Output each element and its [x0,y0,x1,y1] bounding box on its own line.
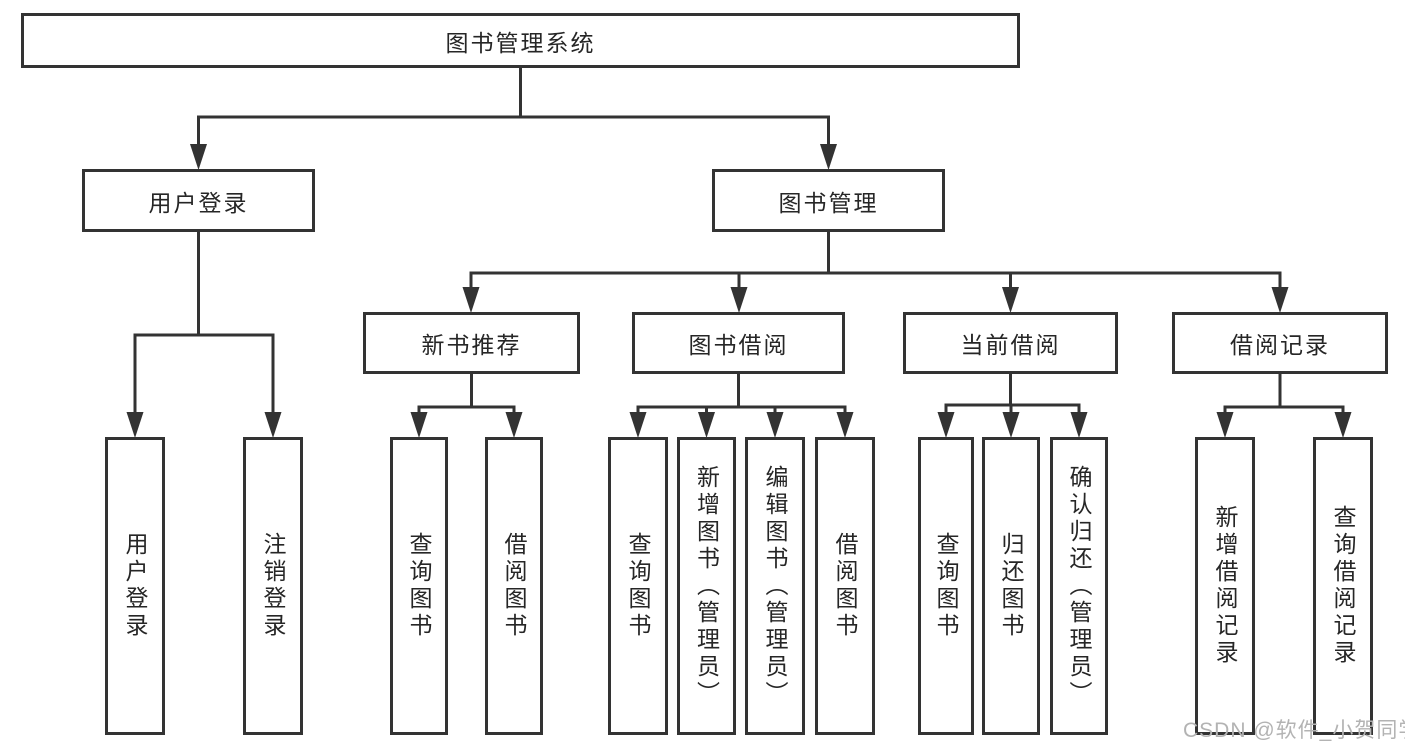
node-library-system-label: 图书管理系统 [445,29,596,56]
connector-user-login-children [126,232,282,438]
leaf-query-books-newb: 查询图书 [390,437,448,735]
leaf-query-borrow-record: 查询借阅记录 [1313,437,1373,735]
leaf-logout-label: 注销登录 [260,532,286,640]
leaf-add-borrow-record-label: 新增借阅记录 [1212,505,1238,667]
node-book-borrowing: 图书借阅 [632,312,845,374]
connector-new-books-children [410,374,523,438]
node-current-borrowing: 当前借阅 [903,312,1118,374]
leaf-query-borrow-record-label: 查询借阅记录 [1330,505,1356,667]
connector-book-mgmt-children [462,232,1289,313]
leaf-query-books-newb-label: 查询图书 [406,532,432,640]
leaf-confirm-return-admin: 确认归还（管理员） [1050,437,1108,735]
leaf-user-login-label: 用户登录 [122,532,148,640]
node-borrowing-records: 借阅记录 [1172,312,1388,374]
leaf-query-books-current-label: 查询图书 [933,532,959,640]
leaf-borrow-books-newb: 借阅图书 [485,437,543,735]
leaf-query-books-borrow-label: 查询图书 [625,532,651,640]
connector-book-borrow-children [629,374,854,438]
leaf-add-borrow-record: 新增借阅记录 [1195,437,1255,735]
node-new-book-recommend: 新书推荐 [363,312,580,374]
node-library-system: 图书管理系统 [21,13,1020,68]
leaf-confirm-return-admin-label: 确认归还（管理员） [1066,464,1092,708]
connector-current-borrow-children [937,374,1088,438]
leaf-borrow-books: 借阅图书 [815,437,875,735]
leaf-return-books: 归还图书 [982,437,1040,735]
leaf-add-books-admin: 新增图书（管理员） [677,437,736,735]
node-user-login: 用户登录 [82,169,315,232]
leaf-query-books-current: 查询图书 [918,437,974,735]
connector-root-to-level2 [190,68,837,170]
node-book-borrowing-label: 图书借阅 [688,332,789,358]
leaf-edit-books-admin-label: 编辑图书（管理员） [762,464,788,708]
leaf-return-books-label: 归还图书 [998,532,1024,640]
node-book-management-label: 图书管理 [778,189,879,216]
csdn-watermark: CSDN @软件_小贺同学 [1183,719,1405,742]
leaf-add-books-admin-label: 新增图书（管理员） [693,464,720,708]
node-book-management: 图书管理 [712,169,945,232]
leaf-query-books-borrow: 查询图书 [608,437,668,735]
node-borrowing-records-label: 借阅记录 [1230,332,1330,358]
leaf-user-login: 用户登录 [105,437,165,735]
leaf-borrow-books-newb-label: 借阅图书 [501,532,527,640]
leaf-borrow-books-label: 借阅图书 [832,532,858,640]
connector-borrow-records-children [1216,374,1352,438]
leaf-edit-books-admin: 编辑图书（管理员） [745,437,805,735]
node-current-borrowing-label: 当前借阅 [960,332,1061,358]
node-new-book-recommend-label: 新书推荐 [421,332,522,358]
node-user-login-label: 用户登录 [148,189,249,216]
leaf-logout: 注销登录 [243,437,303,735]
